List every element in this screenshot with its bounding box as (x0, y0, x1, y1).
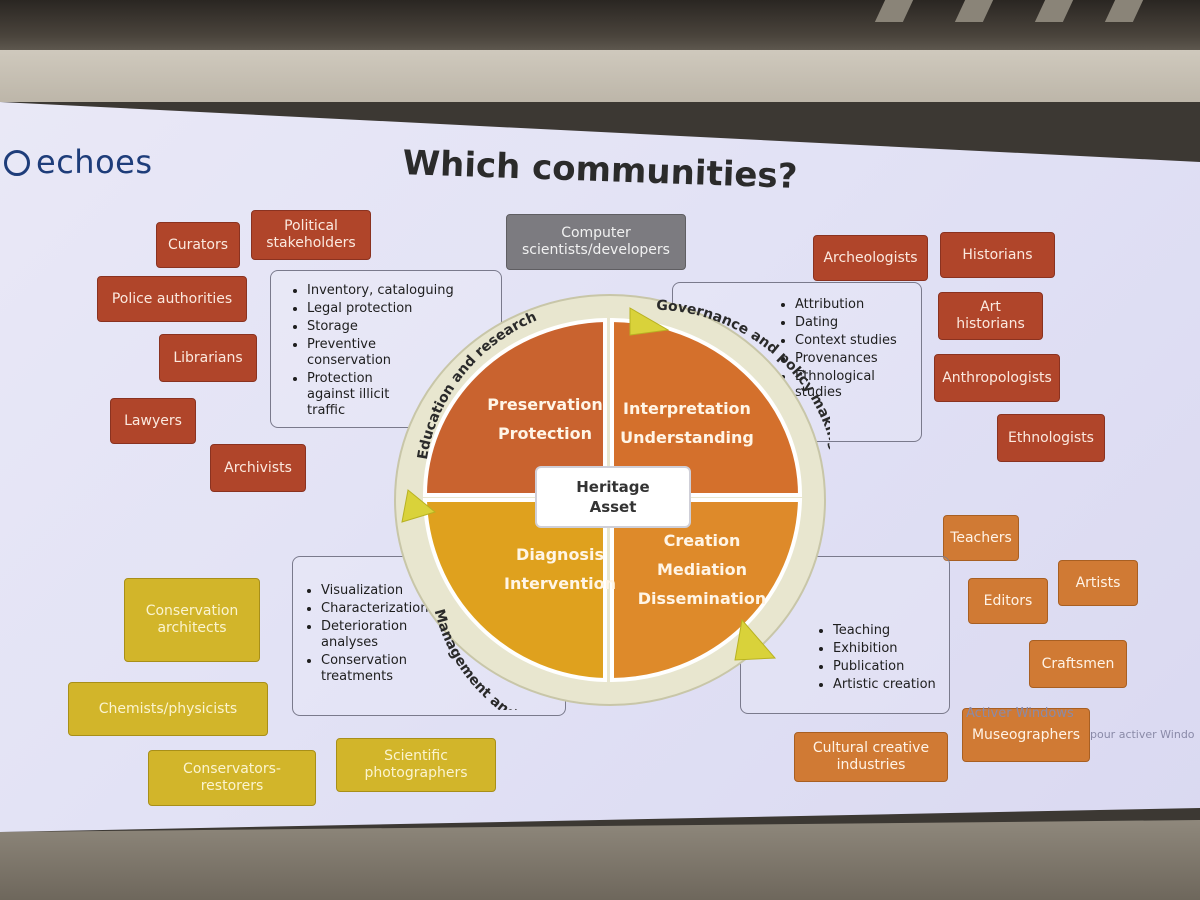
list-item: Storage (307, 319, 489, 335)
tag-art-historians: Art historians (938, 292, 1043, 340)
quadrant-label-line: Creation (663, 531, 741, 550)
list-item: Publication (833, 659, 939, 675)
quadrant-label-line: Dissemination (637, 589, 767, 608)
list-item: Attribution (795, 297, 911, 313)
quadrant-label-interpretation: Interpretation Understanding (612, 394, 762, 452)
tag-archeologists: Archeologists (813, 235, 928, 281)
list-item: Context studies (795, 333, 911, 349)
list-item: Artistic creation (833, 677, 939, 693)
list-item: Dating (795, 315, 911, 331)
quadrant-label-creation: Creation Mediation Dissemination (626, 526, 778, 613)
logo-text: echoes (36, 143, 153, 181)
watermark-line2: pour activer Windo (1090, 728, 1195, 741)
tag-editors: Editors (968, 578, 1048, 624)
quadrant-label-line: Preservation (487, 395, 603, 414)
cycle-arrow-right (734, 618, 777, 661)
center-label-line: Heritage (576, 478, 650, 496)
list-item: Provenances (795, 351, 911, 367)
list-item: Characterization (321, 601, 555, 617)
list-item: Exhibition (833, 641, 939, 657)
cycle-arrow-top (629, 307, 670, 336)
ceiling-beam (1104, 0, 1144, 22)
quadrant-label-line: Mediation (656, 560, 748, 579)
tag-chemists-physicists: Chemists/physicists (68, 682, 268, 736)
heritage-asset-box: Heritage Asset (535, 466, 691, 528)
center-label-line: Asset (589, 498, 637, 516)
ceiling-beam (874, 0, 914, 22)
tag-artists: Artists (1058, 560, 1138, 606)
list-item: Protection against illicit traffic (307, 371, 397, 419)
tag-cultural-creative-industries: Cultural creative industries (794, 732, 948, 782)
list-item: Teaching (833, 623, 939, 639)
quadrant-top-left (422, 317, 607, 497)
list-item: Conservation treatments (321, 653, 431, 685)
quadrant-bottom-left (422, 498, 607, 683)
quadrant-label-diagnosis: Diagnosis Intervention (492, 540, 628, 598)
tag-craftsmen: Craftsmen (1029, 640, 1127, 688)
list-item: Visualization (321, 583, 555, 599)
quadrant-label-line: Intervention (504, 574, 616, 593)
tag-scientific-photographers: Scientific photographers (336, 738, 496, 792)
quadrant-label-line: Diagnosis (516, 545, 604, 564)
tag-police-authorities: Police authorities (97, 276, 247, 322)
tag-librarians: Librarians (159, 334, 257, 382)
list-item: Preventive conservation (307, 337, 407, 369)
list-item: Deterioration analyses (321, 619, 431, 651)
quadrant-label-preservation: Preservation Protection (470, 390, 620, 448)
echoes-logo-icon (4, 150, 30, 176)
tag-curators: Curators (156, 222, 240, 268)
tag-computer-scientists: Computer scientists/developers (506, 214, 686, 270)
cycle-arrow-left (401, 489, 437, 523)
quadrant-label-line: Protection (497, 424, 593, 443)
room-floor (0, 820, 1200, 900)
tag-lawyers: Lawyers (110, 398, 196, 444)
quadrant-label-line: Understanding (620, 428, 754, 447)
tag-conservators-restorers: Conservators-restorers (148, 750, 316, 806)
ceiling-beam (954, 0, 994, 22)
tag-ethnologists: Ethnologists (997, 414, 1105, 462)
projector-screen-top (0, 50, 1200, 102)
tag-teachers: Teachers (943, 515, 1019, 561)
tag-museographers: Museographers (962, 708, 1090, 762)
list-item: Ethnological studies (795, 369, 895, 401)
list-item: Inventory, cataloguing (307, 283, 489, 299)
tag-conservation-architects: Conservation architects (124, 578, 260, 662)
list-item: Legal protection (307, 301, 489, 317)
tag-political-stakeholders: Political stakeholders (251, 210, 371, 260)
tag-anthropologists: Anthropologists (934, 354, 1060, 402)
watermark-line1: Activer Windows (966, 706, 1074, 721)
quadrant-label-line: Interpretation (623, 399, 751, 418)
tag-archivists: Archivists (210, 444, 306, 492)
ceiling-beam (1034, 0, 1074, 22)
tag-historians: Historians (940, 232, 1055, 278)
echoes-logo: echoes (4, 143, 153, 181)
